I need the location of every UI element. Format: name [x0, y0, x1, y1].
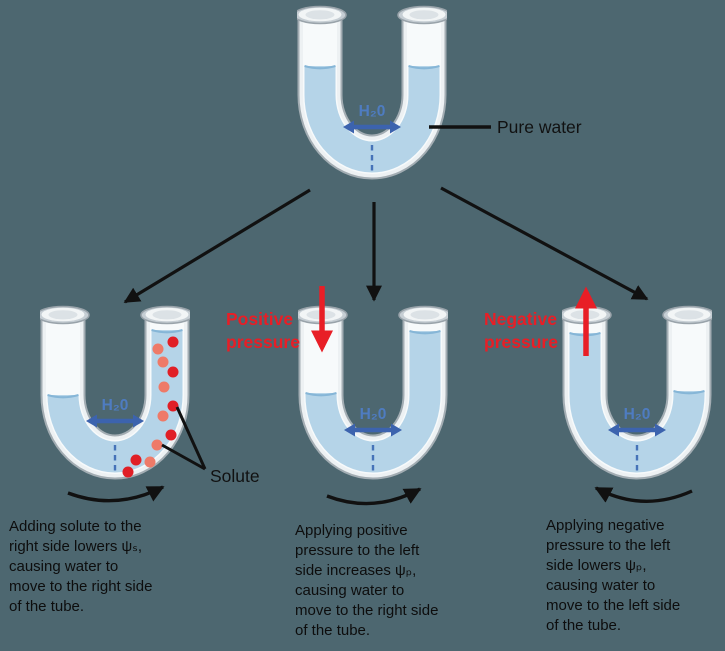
h2o-label: H₂0: [360, 406, 387, 423]
water-surface-right: [409, 329, 441, 335]
pure-water-label: Pure water: [497, 117, 582, 137]
positive-tube-caption: Applying positive pressure to the left s…: [295, 522, 439, 639]
u-tube-negative-pressure: H₂0: [562, 303, 712, 503]
h2o-label: H₂0: [624, 406, 651, 423]
h2o-label: H₂0: [102, 397, 129, 414]
water-flow-arrow: [343, 121, 401, 134]
solute-label: Solute: [210, 466, 260, 486]
positive-pressure-label: Positive pressure: [226, 309, 300, 352]
arrow-to-negative-tube: [440, 186, 649, 301]
water-surface-right: [673, 389, 705, 395]
u-tube-solute: H₂0: [40, 303, 190, 503]
h2o-label: H₂0: [359, 103, 386, 120]
negative-pressure-label: Negative pressure: [484, 309, 558, 352]
u-tube-pure-water: H₂0: [297, 3, 447, 203]
water-surface-right: [151, 328, 183, 334]
negative-tube-caption: Applying negative pressure to the left s…: [546, 517, 681, 634]
arrow-to-solute-tube: [123, 188, 311, 304]
solute-dots: [122, 336, 179, 478]
solute-tube-caption: Adding solute to the right side lowers ψ…: [9, 518, 153, 615]
water-surface-left: [305, 391, 337, 397]
water-flow-arrow: [86, 415, 144, 428]
water-surface-right: [408, 64, 440, 70]
water-surface-left: [304, 64, 336, 70]
water-surface-left: [47, 393, 79, 399]
u-tube-positive-pressure: H₂0: [298, 303, 448, 503]
